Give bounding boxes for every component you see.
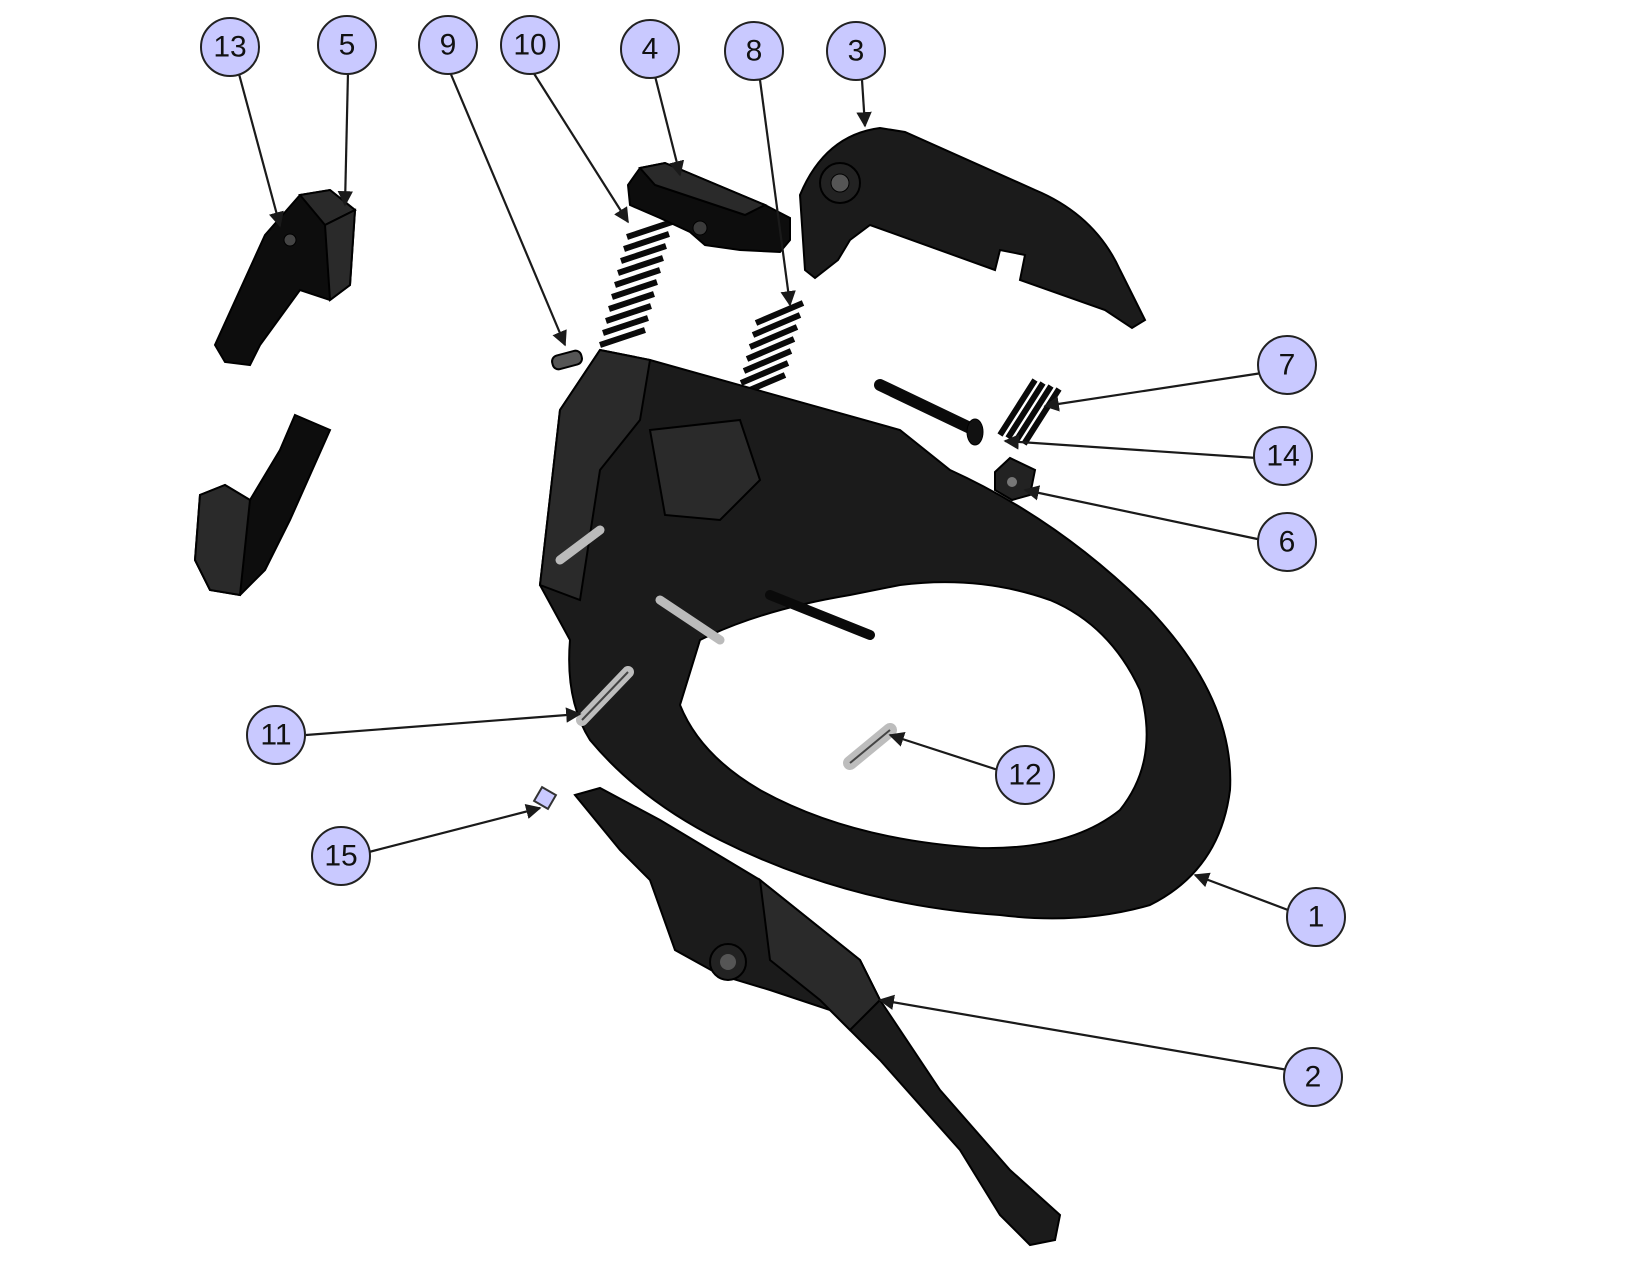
leader-2: [878, 994, 1289, 1072]
leader-13: [237, 73, 284, 228]
callout-8: 8: [724, 21, 784, 81]
leader-11: [305, 707, 582, 737]
callout-10: 10: [500, 15, 560, 75]
callout-11-label: 11: [260, 719, 291, 752]
callout-8-label: 8: [746, 35, 763, 68]
callout-2-label: 2: [1305, 1061, 1322, 1094]
part-clamp-upper: [213, 188, 357, 367]
part-clamp-lower: [193, 413, 332, 597]
leader-lines: [237, 71, 1289, 1072]
callout-5-label: 5: [339, 29, 356, 62]
callout-9-label: 9: [440, 29, 457, 62]
part-spring-14: [997, 378, 1062, 446]
leader-5: [337, 71, 354, 207]
leader-9: [448, 71, 567, 347]
callout-14-label: 14: [1266, 440, 1299, 473]
callout-12-label: 12: [1008, 759, 1041, 792]
part-small-pin: [551, 349, 583, 371]
callout-4: 4: [620, 19, 680, 79]
callout-7-label: 7: [1279, 349, 1296, 382]
callout-1-label: 1: [1308, 901, 1325, 934]
callout-7: 7: [1257, 335, 1317, 395]
callout-3-label: 3: [848, 35, 865, 68]
callout-2: 2: [1283, 1047, 1343, 1107]
part-nut: [994, 456, 1037, 502]
leader-8: [758, 79, 796, 307]
callout-9: 9: [418, 15, 478, 75]
part-top-cover: [798, 126, 1147, 330]
part-small-square: [532, 785, 558, 811]
part-pin-12: [843, 723, 897, 770]
callout-6: 6: [1257, 512, 1317, 572]
callout-14: 14: [1253, 426, 1313, 486]
leader-12: [888, 731, 999, 772]
callout-13: 13: [200, 17, 260, 77]
callout-11: 11: [246, 705, 306, 765]
callout-15-label: 15: [324, 840, 357, 873]
part-trigger: [573, 786, 1062, 1247]
callout-5: 5: [317, 15, 377, 75]
callout-3: 3: [826, 21, 886, 81]
callout-6-label: 6: [1279, 526, 1296, 559]
leader-7: [1043, 371, 1263, 412]
part-spring-8: [736, 300, 805, 398]
leader-14: [1003, 434, 1258, 460]
part-bolt-7: [874, 379, 984, 446]
callout-10-label: 10: [513, 29, 546, 62]
part-main-body: [538, 348, 1232, 920]
callout-4-label: 4: [642, 33, 659, 66]
callout-13-label: 13: [213, 31, 246, 64]
callout-1: 1: [1286, 887, 1346, 947]
part-long-pin: [576, 666, 634, 726]
leader-3: [856, 79, 872, 128]
part-spring-10: [599, 219, 673, 348]
callout-15: 15: [311, 826, 371, 886]
leader-4: [653, 75, 685, 177]
leader-10: [532, 71, 629, 224]
callout-12: 12: [995, 745, 1055, 805]
leader-1: [1193, 872, 1289, 912]
leader-15: [368, 803, 542, 854]
leader-6: [1023, 485, 1263, 542]
